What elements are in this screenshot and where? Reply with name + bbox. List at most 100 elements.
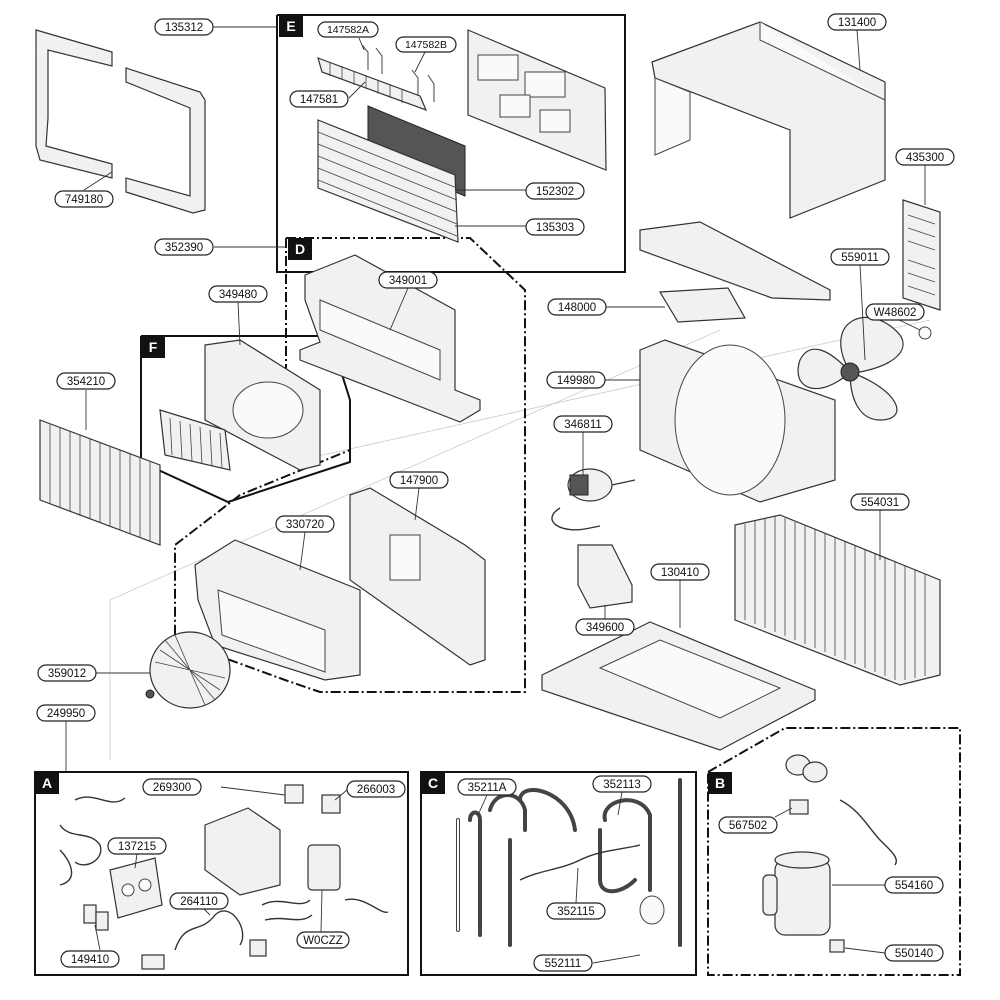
part-label-131400: 131400 (827, 13, 887, 31)
svg-text:352115: 352115 (557, 906, 595, 918)
part-label-550140: 550140 (884, 944, 944, 962)
svg-text:131400: 131400 (838, 17, 876, 29)
compressor-part (762, 754, 897, 953)
svg-text:135303: 135303 (536, 222, 574, 234)
filter-parts (317, 29, 607, 243)
svg-text:435300: 435300 (906, 152, 944, 164)
part-label-567502: 567502 (718, 816, 778, 834)
svg-text:567502: 567502 (729, 820, 767, 832)
part-label-749180: 749180 (54, 190, 114, 208)
svg-text:149410: 149410 (71, 954, 109, 966)
section-d-box: D (174, 237, 526, 693)
svg-text:147581: 147581 (300, 94, 338, 106)
part-label-352115: 352115 (546, 902, 606, 920)
section-a-label: A (42, 775, 52, 791)
svg-text:354210: 354210 (67, 376, 105, 388)
svg-text:349600: 349600 (586, 622, 624, 634)
part-label-137215: 137215 (107, 837, 167, 855)
part-label-354210: 354210 (56, 372, 116, 390)
svg-text:135312: 135312 (165, 22, 203, 34)
part-label-130410: 130410 (650, 563, 710, 581)
svg-text:35211A: 35211A (468, 782, 507, 794)
svg-text:352390: 352390 (165, 242, 203, 254)
part-label-352390: 352390 (154, 238, 214, 256)
svg-text:359012: 359012 (48, 668, 86, 680)
section-b-box: B (707, 727, 961, 976)
svg-text:130410: 130410 (661, 567, 699, 579)
fan-motor-part (551, 468, 636, 531)
heater-part (159, 409, 231, 471)
svg-text:346811: 346811 (564, 419, 602, 431)
section-e-label: E (286, 18, 295, 34)
part-label-269300: 269300 (142, 778, 202, 796)
part-label-554160: 554160 (884, 876, 944, 894)
svg-text:137215: 137215 (118, 841, 156, 853)
section-f-label: F (149, 339, 158, 355)
svg-text:147582A: 147582A (327, 24, 369, 36)
svg-text:554031: 554031 (861, 497, 899, 509)
electrical-parts (59, 784, 389, 970)
part-label-149980: 149980 (546, 371, 606, 389)
svg-text:W0CZZ: W0CZZ (303, 935, 343, 947)
part-label-346811: 346811 (553, 415, 613, 433)
condenser-coil-part (734, 514, 941, 686)
section-a-box: A (34, 771, 409, 976)
section-d-label: D (295, 241, 305, 257)
part-label-264110: 264110 (169, 892, 229, 910)
leader-lines (65, 26, 926, 964)
svg-text:W48602: W48602 (874, 307, 917, 319)
evaporator-coil-part (39, 419, 161, 546)
control-bracket-part (349, 487, 486, 666)
part-label-148000: 148000 (547, 298, 607, 316)
part-label-135303: 135303 (525, 218, 585, 236)
part-label-554031: 554031 (850, 493, 910, 511)
base-pan-part (541, 621, 816, 751)
lower-duct-part (194, 539, 361, 681)
upper-duct-part (299, 254, 481, 423)
refrigerant-tubes (456, 778, 682, 947)
svg-text:554160: 554160 (895, 880, 933, 892)
side-louver-part (902, 199, 941, 311)
svg-text:266003: 266003 (357, 784, 395, 796)
evaporator-housing-part (204, 339, 321, 471)
divider-plate-part (639, 221, 831, 323)
part-label-349480: 349480 (208, 285, 268, 303)
svg-text:749180: 749180 (65, 194, 103, 206)
section-c-label: C (428, 775, 438, 791)
part-label-w48602: W48602 (865, 303, 925, 321)
svg-text:147582B: 147582B (405, 39, 447, 51)
svg-text:552111: 552111 (545, 958, 582, 970)
part-label-349600: 349600 (575, 618, 635, 636)
condenser-fan-part (797, 317, 932, 421)
section-b-label: B (715, 775, 725, 791)
blower-wheel-part (145, 631, 231, 709)
svg-text:152302: 152302 (536, 186, 574, 198)
svg-text:147900: 147900 (400, 475, 438, 487)
part-label-147900: 147900 (389, 471, 449, 489)
part-label-266003: 266003 (346, 780, 406, 798)
svg-text:349480: 349480 (219, 289, 257, 301)
part-label-249950: 249950 (36, 704, 96, 722)
part-label-147582a: 147582A (317, 21, 379, 38)
part-label-135312: 135312 (154, 18, 214, 36)
part-label-349001: 349001 (378, 271, 438, 289)
part-label-435300: 435300 (895, 148, 955, 166)
part-label-147581: 147581 (289, 90, 349, 108)
svg-text:330720: 330720 (286, 519, 324, 531)
motor-mount-part (577, 544, 633, 609)
section-c-box: C (420, 771, 697, 976)
cabinet-part (651, 21, 886, 219)
svg-text:559011: 559011 (841, 252, 879, 264)
svg-text:352113: 352113 (603, 779, 641, 791)
part-label-352113: 352113 (592, 775, 652, 793)
part-label-152302: 152302 (525, 182, 585, 200)
svg-text:148000: 148000 (558, 302, 596, 314)
part-label-359012: 359012 (37, 664, 97, 682)
part-label-330720: 330720 (275, 515, 335, 533)
svg-text:269300: 269300 (153, 782, 191, 794)
part-label-559011: 559011 (830, 248, 890, 266)
part-label-552111: 552111 (533, 954, 593, 972)
svg-text:349001: 349001 (389, 275, 427, 287)
svg-text:264110: 264110 (180, 896, 218, 908)
svg-text:249950: 249950 (47, 708, 85, 720)
